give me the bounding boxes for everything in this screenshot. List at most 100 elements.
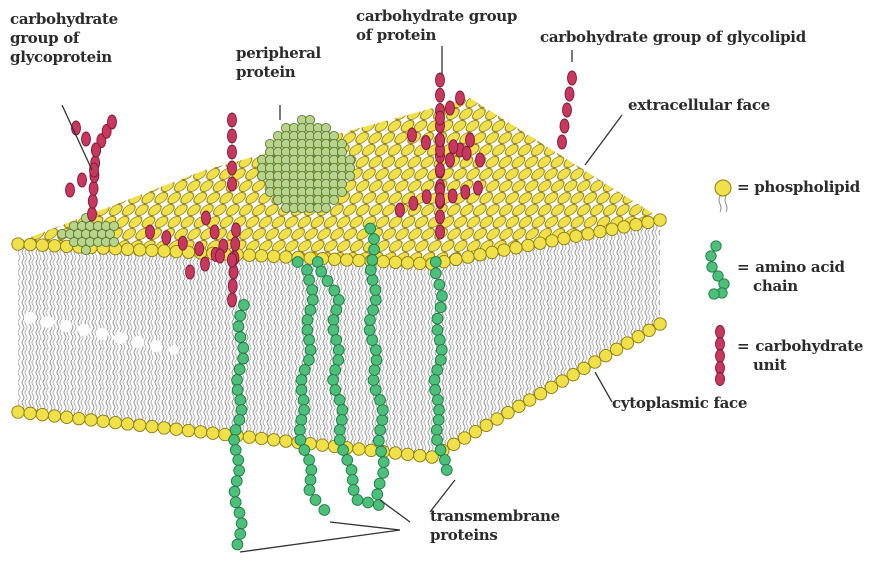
phospholipid-head: [207, 427, 219, 439]
amino-acid-bead: [431, 425, 442, 436]
amino-acid-bead: [310, 495, 321, 506]
amino-acid-bead: [296, 385, 307, 396]
carbohydrate-bead: [228, 145, 237, 159]
phospholipid-head: [97, 415, 109, 427]
amino-acid-bead: [333, 295, 344, 306]
phospholipid-head: [534, 387, 546, 399]
amino-acid-bead: [430, 257, 441, 268]
carbohydrate-bead: [436, 88, 445, 102]
amino-acid-bead: [369, 365, 380, 376]
phospholipid-head: [469, 425, 481, 437]
amino-acid-bead: [333, 345, 344, 356]
amino-acid-bead: [233, 455, 244, 466]
protein-bead: [329, 195, 338, 204]
legend-phospholipid-icon: [715, 180, 731, 212]
amino-acid-bead: [363, 497, 374, 508]
amino-acid-bead: [328, 375, 339, 386]
phospholipid-head: [606, 223, 618, 235]
phospholipid-head: [12, 238, 24, 250]
phospholipid-head: [558, 232, 570, 244]
amino-acid-bead: [334, 425, 345, 436]
phospholipid-head: [654, 318, 666, 330]
phospholipid-head: [534, 237, 546, 249]
carbohydrate-bead: [408, 128, 417, 142]
label-carb-glycolipid: carbohydrate group of glycolipid: [540, 28, 806, 47]
phospholipid-head: [632, 330, 644, 342]
phospholipid-head: [556, 375, 568, 387]
amino-acid-bead: [234, 507, 245, 518]
amino-acid-bead: [433, 415, 444, 426]
legend-amino-bead: [711, 241, 721, 251]
carbohydrate-bead: [461, 185, 470, 199]
amino-acid-bead: [372, 489, 383, 500]
amino-acid-bead: [328, 315, 339, 326]
phospholipid-head: [36, 408, 48, 420]
amino-acid-bead: [231, 476, 242, 487]
phospholipid-head: [618, 221, 630, 233]
legend-phospholipid-text: = phospholipid: [737, 178, 860, 197]
amino-acid-bead: [307, 295, 318, 306]
label-peripheral-line2: protein: [236, 63, 321, 82]
label-glycoprotein-line3: glycoprotein: [10, 48, 118, 67]
phospholipid-head: [643, 324, 655, 336]
phospholipid-head: [48, 410, 60, 422]
carbohydrate-bead: [462, 146, 471, 160]
carbohydrate-bead: [436, 133, 445, 147]
amino-acid-bead: [346, 465, 357, 476]
amino-acid-bead: [233, 321, 244, 332]
amino-acid-bead: [334, 395, 345, 406]
amino-acid-bead: [365, 315, 376, 326]
carbohydrate-bead: [201, 257, 210, 271]
amino-acid-bead: [432, 435, 443, 446]
amino-acid-bead: [435, 302, 446, 313]
carbohydrate-bead: [66, 183, 75, 197]
carbohydrate-bead: [228, 279, 237, 293]
amino-acid-bead: [436, 345, 447, 356]
amino-acid-bead: [299, 445, 310, 456]
amino-acid-bead: [299, 365, 310, 376]
phospholipid-head: [450, 253, 462, 265]
amino-acid-bead: [305, 345, 316, 356]
carbohydrate-bead: [560, 119, 569, 133]
label-glycoprotein-line1: carbohydrate: [10, 10, 118, 29]
phospholipid-head: [401, 257, 413, 269]
amino-acid-bead: [378, 467, 389, 478]
phospholipid-head: [621, 337, 633, 349]
phospholipid-head: [491, 413, 503, 425]
amino-acid-bead: [322, 276, 333, 287]
amino-acid-bead: [296, 375, 307, 386]
carbohydrate-bead: [88, 207, 97, 221]
amino-acid-bead: [377, 415, 388, 426]
amino-acid-bead: [374, 478, 385, 489]
carbohydrate-bead: [78, 173, 87, 187]
amino-acid-bead: [238, 353, 249, 364]
amino-acid-bead: [229, 486, 240, 497]
amino-acid-bead: [365, 265, 376, 276]
amino-acid-bead: [235, 310, 246, 321]
amino-acid-bead: [432, 395, 443, 406]
legend-amino-acid-label: =amino acid chain: [737, 258, 845, 296]
amino-acid-bead: [367, 335, 378, 346]
phospholipid-head: [377, 255, 389, 267]
phospholipid-head: [243, 249, 255, 261]
amino-acid-bead: [302, 325, 313, 336]
carbohydrate-bead: [186, 265, 195, 279]
carbohydrate-bead: [228, 129, 237, 143]
legend-carb-line1: carbohydrate: [755, 337, 863, 355]
amino-acid-bead: [338, 445, 349, 456]
carbohydrate-bead: [436, 163, 445, 177]
amino-acid-bead: [437, 291, 448, 302]
amino-acid-bead: [337, 405, 348, 416]
amino-acid-bead: [347, 475, 358, 486]
phospholipid-head: [502, 406, 514, 418]
amino-acid-bead: [330, 365, 341, 376]
amino-acid-bead: [370, 345, 381, 356]
phospholipid-head: [448, 438, 460, 450]
phospholipid-head: [121, 243, 133, 255]
amino-acid-bead: [304, 335, 315, 346]
phospholipid-head: [522, 239, 534, 251]
phospholipid-head: [545, 381, 557, 393]
amino-acid-bead: [296, 415, 307, 426]
amino-acid-bead: [369, 234, 380, 245]
amino-acid-bead: [368, 375, 379, 386]
